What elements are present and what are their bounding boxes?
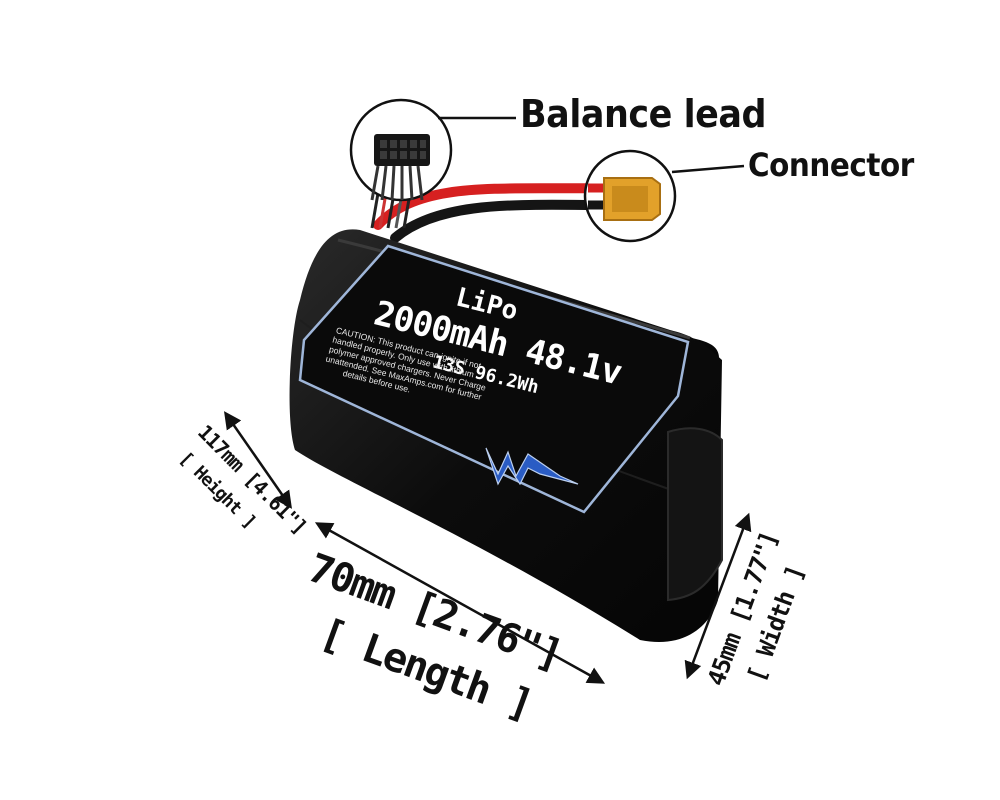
height-arrow (224, 411, 292, 509)
balance-lead-label: Balance lead (520, 92, 767, 136)
dimension-arrows (224, 411, 752, 684)
svg-text:MA: MA (520, 498, 522, 501)
width-arrow (684, 512, 752, 680)
connector-callout (583, 149, 745, 243)
balance-plug (374, 134, 430, 166)
length-arrow (314, 522, 606, 684)
connector-label: Connector (748, 146, 914, 184)
connector-leader-line (671, 164, 745, 174)
balance-lead-callout (349, 98, 516, 202)
battery-label (298, 244, 690, 514)
power-wires (373, 183, 605, 243)
maxamps-logo-icon: MA (485, 447, 579, 501)
